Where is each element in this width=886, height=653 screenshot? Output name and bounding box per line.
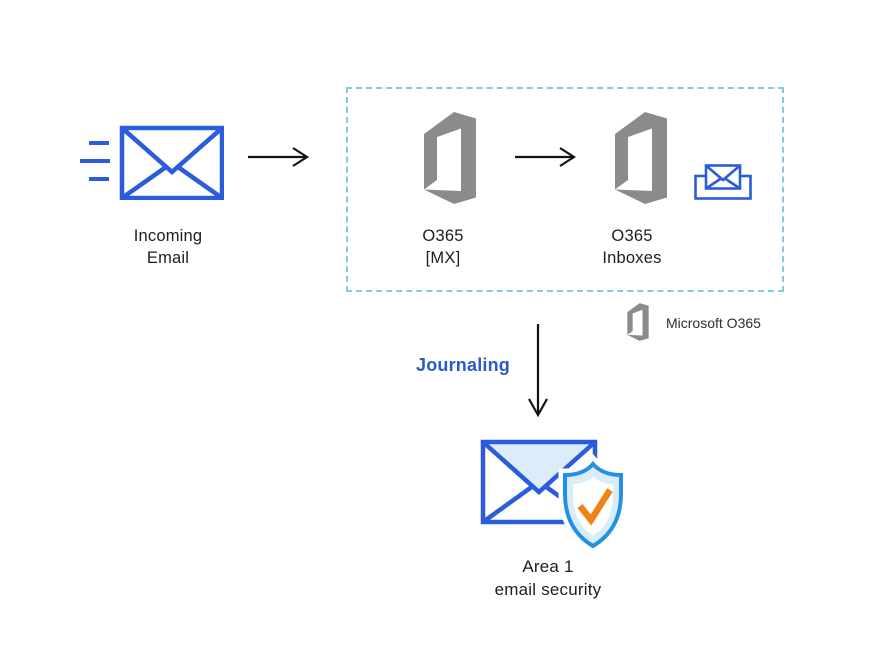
journaling-label: Journaling xyxy=(415,355,510,375)
legend-label: Microsoft O365 xyxy=(666,315,761,331)
arrow-down-icon xyxy=(528,324,548,418)
office365-logo-icon xyxy=(424,112,476,204)
o365-mx-label: O365 [MX] xyxy=(383,225,503,269)
arrow-right-icon xyxy=(248,147,310,167)
o365-mx-label-line2: [MX] xyxy=(425,249,461,267)
incoming-email-label: Incoming Email xyxy=(98,225,238,269)
o365-inboxes-label-line2: Inboxes xyxy=(602,249,662,267)
speeding-envelope-icon xyxy=(80,125,224,200)
o365-mx-label-line1: O365 xyxy=(422,227,464,245)
incoming-email-label-line1: Incoming xyxy=(133,227,203,245)
o365-inboxes-label: O365 Inboxes xyxy=(572,225,692,269)
arrow-right-icon xyxy=(515,147,577,167)
incoming-email-label-line2: Email xyxy=(146,249,190,267)
o365-inboxes-label-line1: O365 xyxy=(611,227,653,245)
area1-label-line1: Area 1 xyxy=(522,557,574,576)
area1-label: Area 1 email security xyxy=(468,556,628,601)
area1-label-line2: email security xyxy=(494,579,602,599)
office365-logo-icon xyxy=(627,303,649,341)
inbox-envelope-icon xyxy=(694,164,752,200)
envelope-shield-check-icon xyxy=(480,439,628,548)
office365-logo-icon xyxy=(615,112,667,204)
o365-boundary-box xyxy=(346,87,784,292)
